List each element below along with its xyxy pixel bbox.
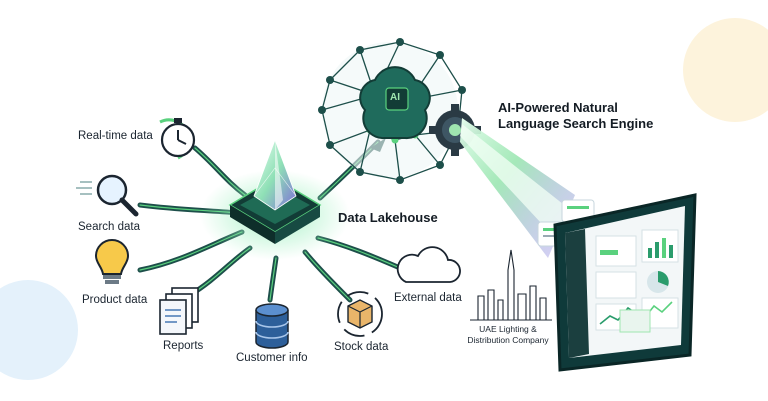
- stock-box-icon: [337, 291, 383, 337]
- source-label-realtime: Real-time data: [78, 130, 153, 142]
- engine-title-line1: AI-Powered Natural: [498, 100, 618, 115]
- magnifier-icon: [76, 174, 139, 217]
- city-skyline-icon: [470, 249, 552, 321]
- dashboard-icon: [553, 193, 697, 372]
- source-label-product: Product data: [82, 294, 148, 306]
- bg-blob-right: [683, 18, 768, 122]
- company-name-line2: Distribution Company: [467, 335, 549, 345]
- source-label-search: Search data: [78, 221, 141, 233]
- company-name-line1: UAE Lighting &: [479, 324, 537, 334]
- bg-blob-left: [0, 280, 78, 380]
- engine-title-line2: Language Search Engine: [498, 116, 654, 131]
- cloud-icon: [396, 246, 461, 283]
- hub-title: Data Lakehouse: [338, 210, 438, 225]
- lightbulb-icon: [94, 238, 130, 284]
- clock-icon: [159, 118, 196, 160]
- brain-network-icon: [318, 38, 466, 184]
- company-name: UAE Lighting & Distribution Company: [460, 324, 556, 346]
- source-label-customer: Customer info: [236, 352, 308, 364]
- database-icon: [255, 303, 289, 349]
- reports-icon: [159, 287, 199, 335]
- floating-card-2: [561, 199, 595, 223]
- ai-chip-label: AI: [390, 92, 400, 103]
- source-label-external: External data: [394, 292, 462, 304]
- prism-icon: [200, 138, 350, 260]
- source-label-stock: Stock data: [334, 341, 389, 353]
- source-label-reports: Reports: [163, 340, 204, 352]
